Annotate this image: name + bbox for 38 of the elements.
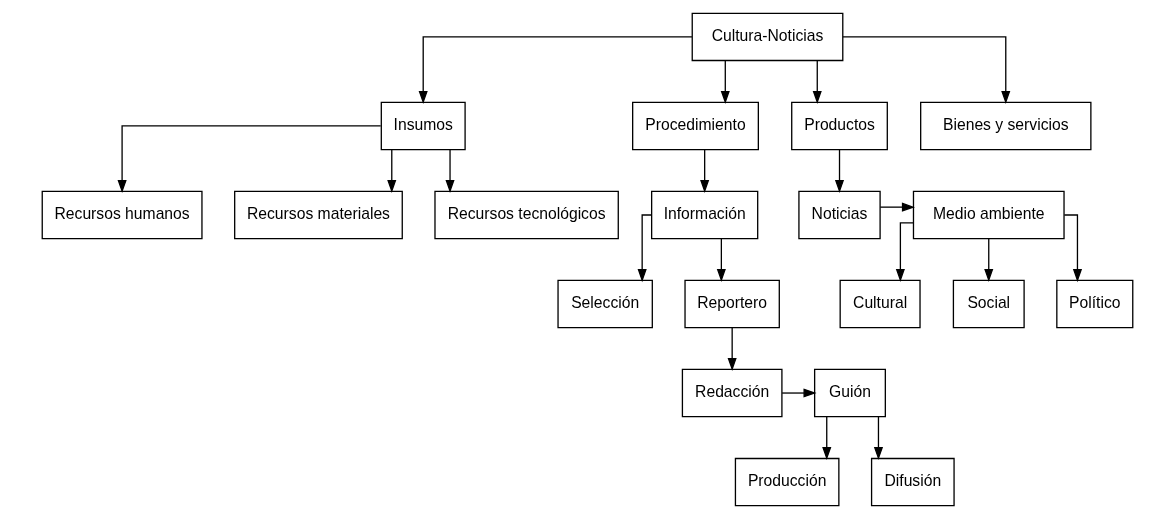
node-box: Difusión [870,457,955,507]
node-box: Procedimiento [631,101,759,151]
arrow [879,202,915,212]
node-box: Político [1055,279,1133,329]
node-box: Reportero [683,279,780,329]
node-box: Productos [790,101,888,151]
arrow [117,125,381,194]
node-box: Insumos [380,101,466,151]
arrow [444,149,455,194]
node-box: Cultural [839,279,921,329]
node-box: Selección [556,279,653,329]
node-box: Guión [813,368,886,418]
node-box: Producción [734,457,839,507]
node-box: Recursos tecnológicos [433,190,619,240]
node-box: Cultura-Noticias [691,12,843,62]
node-box: Bienes y servicios [919,101,1092,151]
node-box: Información [650,190,758,240]
arrow [386,149,396,194]
node-box: Redacción [681,368,783,418]
arrow [812,60,822,105]
arrow [780,388,817,398]
arrow [727,327,737,372]
node-box: Recursos materiales [233,190,403,240]
arrow [716,238,726,283]
arrow [699,149,709,194]
arrow [821,416,831,461]
arrow [834,149,844,194]
arrow [637,214,652,283]
node-box: Social [952,279,1025,329]
node-box: Recursos humanos [41,190,203,240]
node-box: Medio ambiente [912,190,1065,240]
arrow [873,416,883,461]
arrow [841,36,1010,105]
node-box: Noticias [797,190,881,240]
arrow [895,222,914,283]
arrow [983,238,993,283]
arrow [720,60,730,105]
arrow [418,36,693,105]
